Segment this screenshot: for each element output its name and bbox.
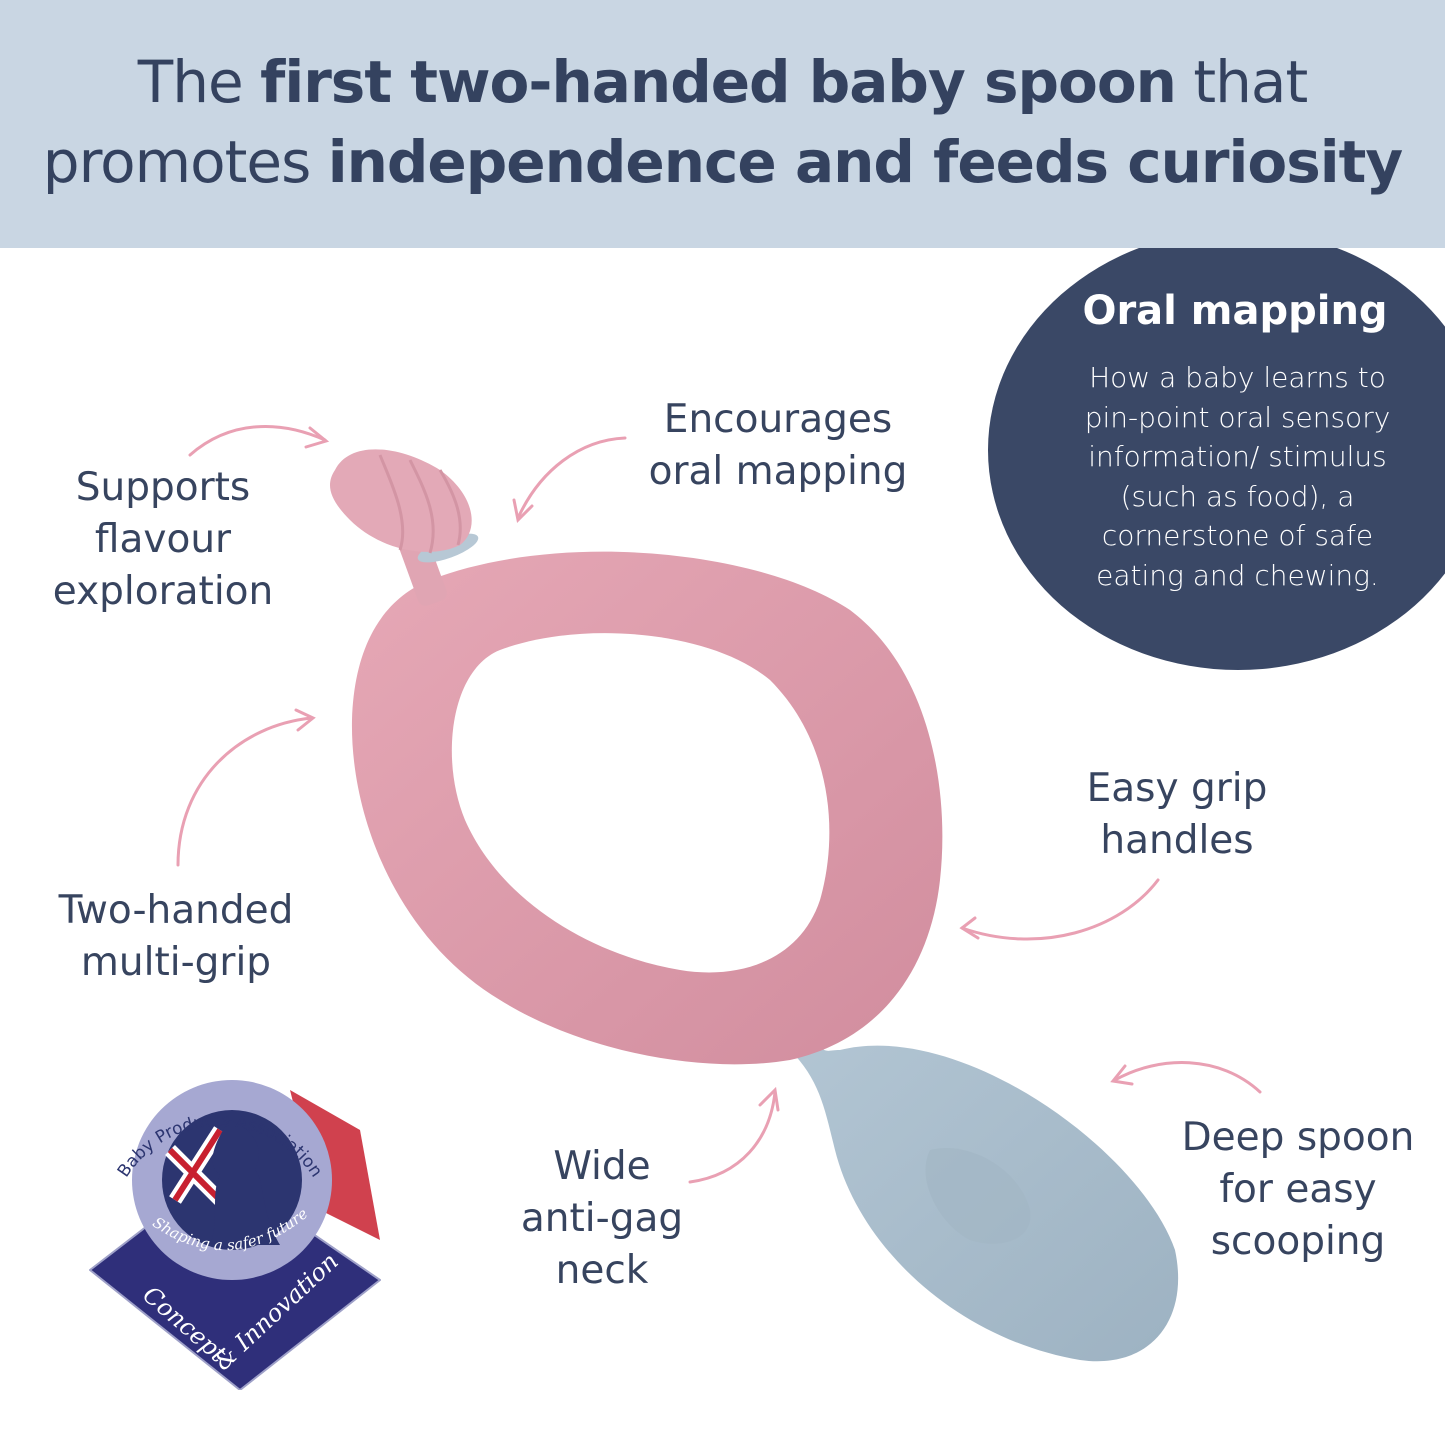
arrowhead xyxy=(758,1086,780,1112)
headline-text: promotes xyxy=(42,128,328,196)
label-grip: Easy grip handles xyxy=(1087,763,1268,867)
arrowhead xyxy=(294,708,316,732)
spoon-bowl xyxy=(790,1010,1179,1362)
label-two-handed: Two-handed multi-grip xyxy=(59,885,294,989)
arrow-two-handed xyxy=(176,716,314,867)
label-line: Easy grip xyxy=(1086,766,1268,811)
headline-text-bold: first two-handed baby spoon xyxy=(260,48,1177,116)
flavour-knob xyxy=(330,449,479,606)
label-line: flavour xyxy=(94,517,232,562)
arrow-flavour xyxy=(188,425,327,457)
label-line: Encourages xyxy=(663,397,893,442)
arrow-grip xyxy=(960,878,1160,941)
label-line: Two-handed xyxy=(58,888,294,933)
oral-mapping-panel xyxy=(0,248,1445,748)
body-line: How a baby learns to xyxy=(1089,361,1386,394)
body-line: eating and chewing. xyxy=(1096,558,1379,592)
header-banner: The first two-handed baby spoon that pro… xyxy=(0,0,1445,248)
label-line: Supports xyxy=(75,465,251,510)
arrowhead xyxy=(1110,1064,1134,1086)
headline-line-1: The first two-handed baby spoon that xyxy=(0,48,1445,116)
arrow-oral xyxy=(516,436,627,520)
label-line: Deep spoon xyxy=(1181,1115,1415,1160)
body-line: pin-point oral sensory xyxy=(1084,400,1391,434)
label-flavour: Supports flavour exploration xyxy=(53,462,273,618)
label-line: oral mapping xyxy=(648,449,908,494)
oral-mapping-title: Oral mapping xyxy=(1082,288,1388,334)
arrowhead xyxy=(959,916,980,940)
label-line: for easy xyxy=(1219,1167,1377,1212)
label-line: anti-gag xyxy=(520,1196,684,1241)
arrow-neck xyxy=(688,1090,777,1184)
arrow-spoon xyxy=(1113,1061,1262,1094)
label-line: neck xyxy=(555,1248,649,1293)
body-line: (such as food), a xyxy=(1120,479,1355,513)
bpa-award-badge: Baby Products Association Shaping a safe… xyxy=(89,1080,381,1390)
label-spoon: Deep spoon for easy scooping xyxy=(1182,1112,1415,1268)
label-line: Wide xyxy=(553,1144,651,1189)
headline-line-2: promotes independence and feeds curiosit… xyxy=(0,128,1445,196)
arrowhead xyxy=(512,498,534,524)
headline-text: The xyxy=(137,48,261,116)
oral-mapping-body: How a baby learns to pin-point oral sens… xyxy=(1055,358,1420,595)
label-line: multi-grip xyxy=(80,940,272,985)
label-neck: Wide anti-gag neck xyxy=(521,1141,683,1297)
label-line: exploration xyxy=(52,569,274,614)
headline-text: that xyxy=(1175,48,1308,116)
label-line: handles xyxy=(1100,818,1254,863)
oral-mapping-circle xyxy=(988,248,1445,670)
arrowhead xyxy=(304,426,330,449)
label-oral-mapping: Encourages oral mapping xyxy=(649,394,908,498)
label-line: scooping xyxy=(1210,1219,1386,1264)
headline-text-bold: independence and feeds curiosity xyxy=(327,128,1403,196)
callout-arrows xyxy=(176,425,1262,1184)
spoon-handle-ring xyxy=(351,551,943,1065)
body-line: information/ stimulus xyxy=(1088,440,1387,473)
body-line: cornerstone of safe xyxy=(1101,519,1374,552)
